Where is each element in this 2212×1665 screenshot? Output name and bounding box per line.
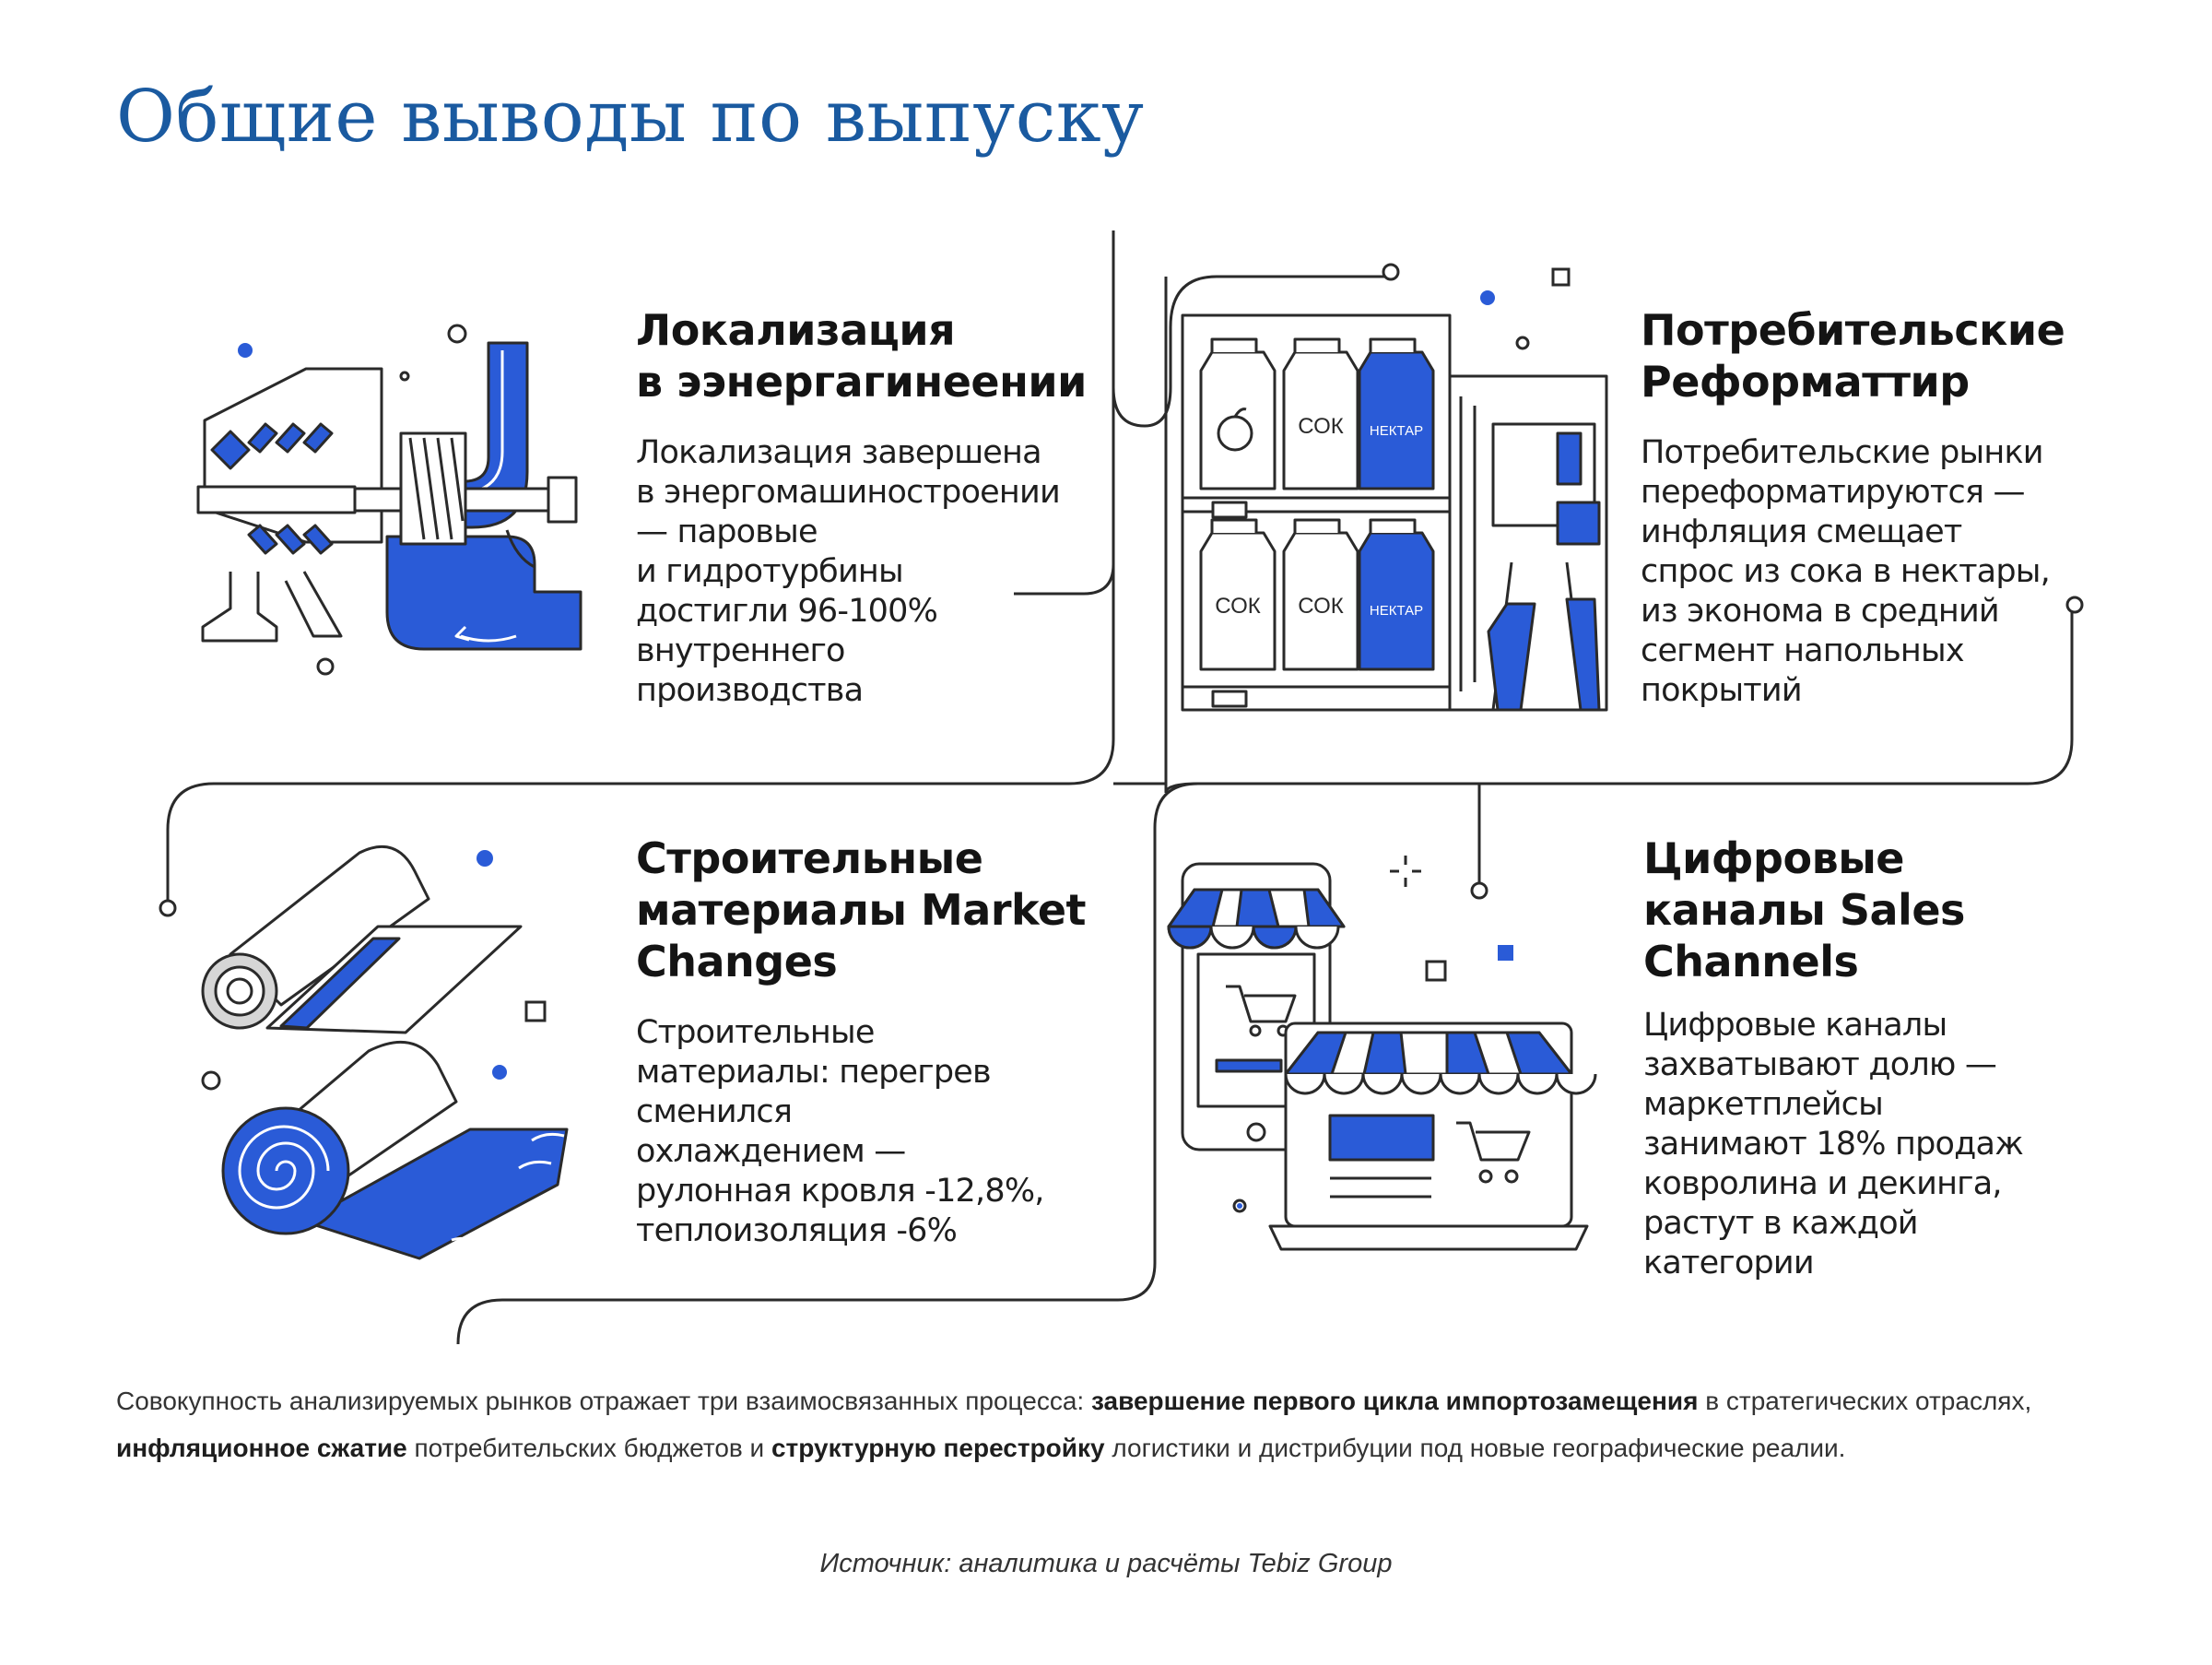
panel-heading: Потребительские Реформаттир bbox=[1641, 305, 2065, 407]
summary-text: логистики и дистрибуции под новые геогра… bbox=[1104, 1434, 1846, 1462]
panel-consumer: Потребительские Реформаттир Потребительс… bbox=[1641, 304, 2120, 711]
online-store-icon bbox=[1167, 862, 1597, 1251]
summary-text: потребительских бюджетов и bbox=[406, 1434, 771, 1462]
juice-shelf-icon bbox=[1181, 313, 1608, 712]
panel-body: Строительные материалы: перегрев сменилс… bbox=[636, 1014, 1044, 1249]
roofing-roll-icon bbox=[201, 844, 569, 1260]
page-title: Общие выводы по выпуску bbox=[116, 76, 1145, 159]
panel-localization: Локализация в ээнергагинеении Локализаци… bbox=[636, 304, 1115, 711]
panel-building-materials: Строительные материалы Market Changes Ст… bbox=[636, 832, 1115, 1251]
summary-emphasis: структурную перестройку bbox=[771, 1434, 1105, 1462]
carton-label-sok: СОК bbox=[1298, 414, 1343, 439]
summary-emphasis: инфляционное сжатие bbox=[116, 1434, 407, 1462]
connector-nodes bbox=[159, 263, 2084, 917]
panel-heading: Цифровые каналы Sales Channels bbox=[1643, 833, 1965, 986]
panel-digital-channels: Цифровые каналы Sales Channels Цифровые … bbox=[1643, 832, 2123, 1283]
panel-body: Потребительские рынки переформатируются … bbox=[1641, 434, 2051, 709]
summary-paragraph: Совокупность анализируемых рынков отража… bbox=[116, 1377, 2107, 1471]
panel-body: Локализация завершена в энергомашиностро… bbox=[636, 434, 1061, 709]
turbine-icon bbox=[196, 341, 582, 651]
summary-emphasis: завершение первого цикла импортозамещени… bbox=[1090, 1387, 1699, 1415]
connector-lines bbox=[166, 230, 2074, 1345]
summary-text: Совокупность анализируемых рынков отража… bbox=[116, 1387, 1091, 1415]
panel-heading: Строительные материалы Market Changes bbox=[636, 833, 1087, 986]
panel-body: Цифровые каналы захватывают долю — марке… bbox=[1643, 1007, 2024, 1281]
decor-dots bbox=[201, 267, 1571, 1213]
infographic: СОК НЕКТАР СОК СОК НЕКТАР bbox=[159, 230, 2084, 1345]
summary-text: в стратегических отраслях, bbox=[1698, 1387, 2032, 1415]
carton-label-nektar: НЕКТАР bbox=[1370, 603, 1423, 619]
carton-labels: СОК НЕКТАР СОК СОК НЕКТАР bbox=[1215, 414, 1423, 619]
carton-label-sok: СОК bbox=[1215, 594, 1260, 619]
panel-heading: Локализация в ээнергагинеении bbox=[636, 305, 1087, 407]
source-caption: Источник: аналитика и расчёты Tebiz Grou… bbox=[819, 1549, 1393, 1578]
carton-label-sok: СОК bbox=[1298, 594, 1343, 619]
carton-label-nektar: НЕКТАР bbox=[1370, 423, 1423, 439]
